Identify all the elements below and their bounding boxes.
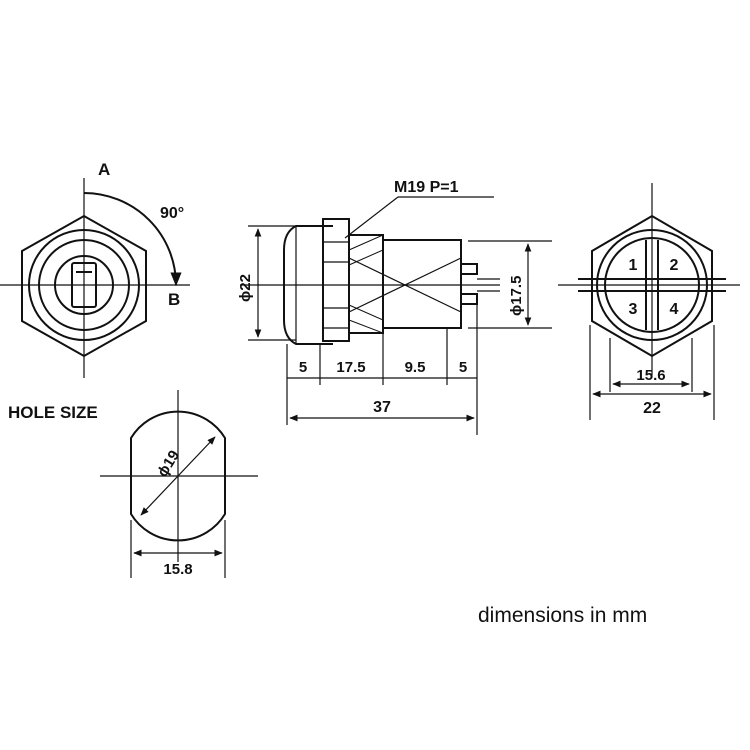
dim-total-label: 37 xyxy=(373,399,391,416)
rear-hex xyxy=(591,214,713,358)
pin-2-label: 2 xyxy=(670,257,679,274)
label-b: B xyxy=(168,290,180,309)
dim-22-label: 22 xyxy=(643,400,661,417)
front-hex-nut xyxy=(21,214,147,358)
front-outer-ring xyxy=(28,229,140,341)
dim-5-front: 5 xyxy=(299,359,307,376)
terminal-lower xyxy=(460,293,478,305)
hole-size-view: HOLE SIZE ϕ19 15.8 xyxy=(8,390,258,578)
threaded-body xyxy=(348,234,384,334)
dim-15-6-label: 15.6 xyxy=(636,367,665,384)
angle-label: 90° xyxy=(160,205,184,222)
rear-outer-circle xyxy=(596,229,708,341)
pin-3-label: 3 xyxy=(629,301,638,318)
dim-dia17-5-label: ϕ17.5 xyxy=(508,276,525,316)
cross-line-2 xyxy=(348,257,462,313)
rotation-arc xyxy=(83,192,182,287)
dim-17-5: 17.5 xyxy=(336,359,365,376)
rear-inner-circle xyxy=(604,237,700,333)
dim-5-rear: 5 xyxy=(459,359,467,376)
hole-size-title: HOLE SIZE xyxy=(8,403,98,422)
switch-body xyxy=(382,239,462,329)
dim-9-5: 9.5 xyxy=(405,359,426,376)
front-bezel-ring xyxy=(38,239,130,331)
keyway-slot xyxy=(71,262,97,308)
hole-width-label: 15.8 xyxy=(163,561,192,578)
thread-leader xyxy=(344,196,399,239)
front-view: A B 90° xyxy=(0,160,190,378)
front-cylinder xyxy=(54,255,114,315)
side-view: M19 P=1 ϕ22 ϕ17.5 5 17.5 9.5 5 37 xyxy=(237,179,552,435)
rear-view: 1 2 3 4 15.6 22 xyxy=(558,183,740,420)
pin-1-label: 1 xyxy=(629,257,638,274)
dim-dia22-label: ϕ22 xyxy=(237,274,254,302)
pin-4-label: 4 xyxy=(670,301,679,318)
hole-dia-line xyxy=(140,436,216,516)
terminal-upper xyxy=(460,263,478,275)
thread-spec-label: M19 P=1 xyxy=(394,179,459,196)
units-note: dimensions in mm xyxy=(478,604,647,627)
label-a: A xyxy=(98,160,110,179)
hole-outline xyxy=(130,410,226,542)
